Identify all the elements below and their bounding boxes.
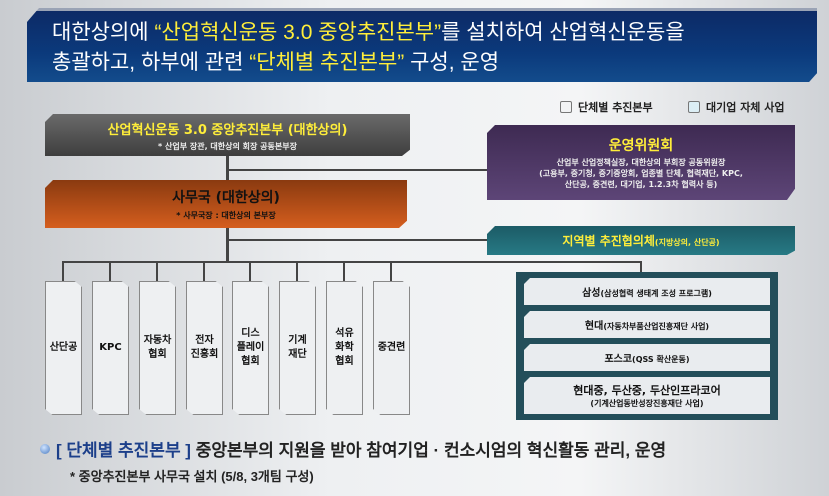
connector-line: [640, 261, 642, 273]
legend-item-associations: 단체별 추진본부: [560, 99, 653, 115]
committee-desc: 산업부 산업정책실장, 대한상의 부회장 공동위원장(고용부, 중기청, 중기중…: [539, 158, 743, 189]
connector-line: [62, 262, 64, 282]
banner-highlight: “단체별 추진본부”: [249, 51, 405, 74]
bullet-icon: [40, 443, 50, 454]
regional-title: 지역별 추진협의체(지방상의, 산단공): [562, 234, 720, 248]
title-banner: 대한상의에 “산업혁신운동 3.0 중앙추진본부”를 설치하여 산업혁신운동을 …: [27, 8, 817, 82]
connector-line: [109, 262, 111, 282]
connector-line: [156, 262, 158, 282]
org-box: 디스 플레이 협회: [232, 281, 269, 415]
banner-text: 대한상의에: [52, 21, 155, 44]
summary-highlight: [ 단체별 추진본부 ]: [56, 441, 191, 460]
org-box: 자동차 협회: [139, 281, 176, 415]
connector-line: [62, 261, 642, 263]
banner-text: 총괄하고, 하부에 관련: [52, 51, 250, 74]
connector-line: [228, 169, 488, 171]
connector-line: [343, 262, 345, 282]
secretariat-title: 사무국 (대한상의): [172, 190, 280, 206]
corp-item-posco: 포스코(QSS 확산운동): [524, 344, 770, 371]
legend-swatch: [560, 101, 572, 113]
banner-highlight: “산업혁신운동 3.0 중앙추진본부”: [154, 21, 442, 44]
corp-item-heavy: 현대중, 두산중, 두산인프라코어(기계산업동반성장진흥재단 사업): [524, 377, 770, 414]
footnote: * 중앙추진본부 사무국 설치 (5/8, 3개팀 구성): [70, 469, 314, 484]
regional-council-box: 지역별 추진협의체(지방상의, 산단공): [487, 226, 795, 255]
corp-item-samsung: 삼성(삼성협력 생태계 조성 프로그램): [524, 278, 770, 305]
legend-item-corporations: 대기업 자체 사업: [688, 99, 785, 115]
connector-line: [390, 262, 392, 282]
org-box: 기계 재단: [279, 281, 316, 415]
summary-text: 중앙본부의 지원을 받아 참여기업 · 컨소시엄의 혁신활동 관리, 운영: [190, 441, 667, 460]
org-box: 중견련: [373, 281, 410, 415]
connector-line: [228, 239, 488, 241]
hq-title: 산업혁신운동 3.0 중앙추진본부 (대한상의): [107, 122, 348, 138]
connector-line: [203, 262, 205, 282]
org-box: 산단공: [45, 281, 82, 415]
corporate-panel: 삼성(삼성협력 생태계 조성 프로그램) 현대(자동차부품산업진흥재단 사업) …: [516, 272, 778, 420]
corp-item-hyundai: 현대(자동차부품산업진흥재단 사업): [524, 311, 770, 338]
connector-line: [296, 262, 298, 282]
connector-line: [249, 262, 251, 282]
secretariat-box: 사무국 (대한상의) * 사무국장 : 대한상의 본부장: [45, 180, 407, 228]
legend-label: 단체별 추진본부: [578, 101, 653, 114]
org-box: 전자 진흥회: [186, 281, 223, 415]
legend-label: 대기업 자체 사업: [706, 101, 785, 114]
banner-text: 구성, 운영: [404, 51, 500, 74]
hq-sub: * 산업부 장관, 대한상의 회장 공동본부장: [158, 141, 297, 151]
secretariat-sub: * 사무국장 : 대한상의 본부장: [176, 211, 276, 220]
summary-bullet: [ 단체별 추진본부 ] 중앙본부의 지원을 받아 참여기업 · 컨소시엄의 혁…: [40, 436, 666, 461]
org-box: 석유 화학 협회: [326, 281, 363, 415]
legend-swatch: [688, 101, 700, 113]
committee-title: 운영위원회: [608, 138, 674, 154]
central-hq-box: 산업혁신운동 3.0 중앙추진본부 (대한상의) * 산업부 장관, 대한상의 회…: [45, 114, 410, 156]
org-box: KPC: [92, 281, 129, 415]
banner-text: 를 설치하여 산업혁신운동을: [441, 21, 685, 44]
